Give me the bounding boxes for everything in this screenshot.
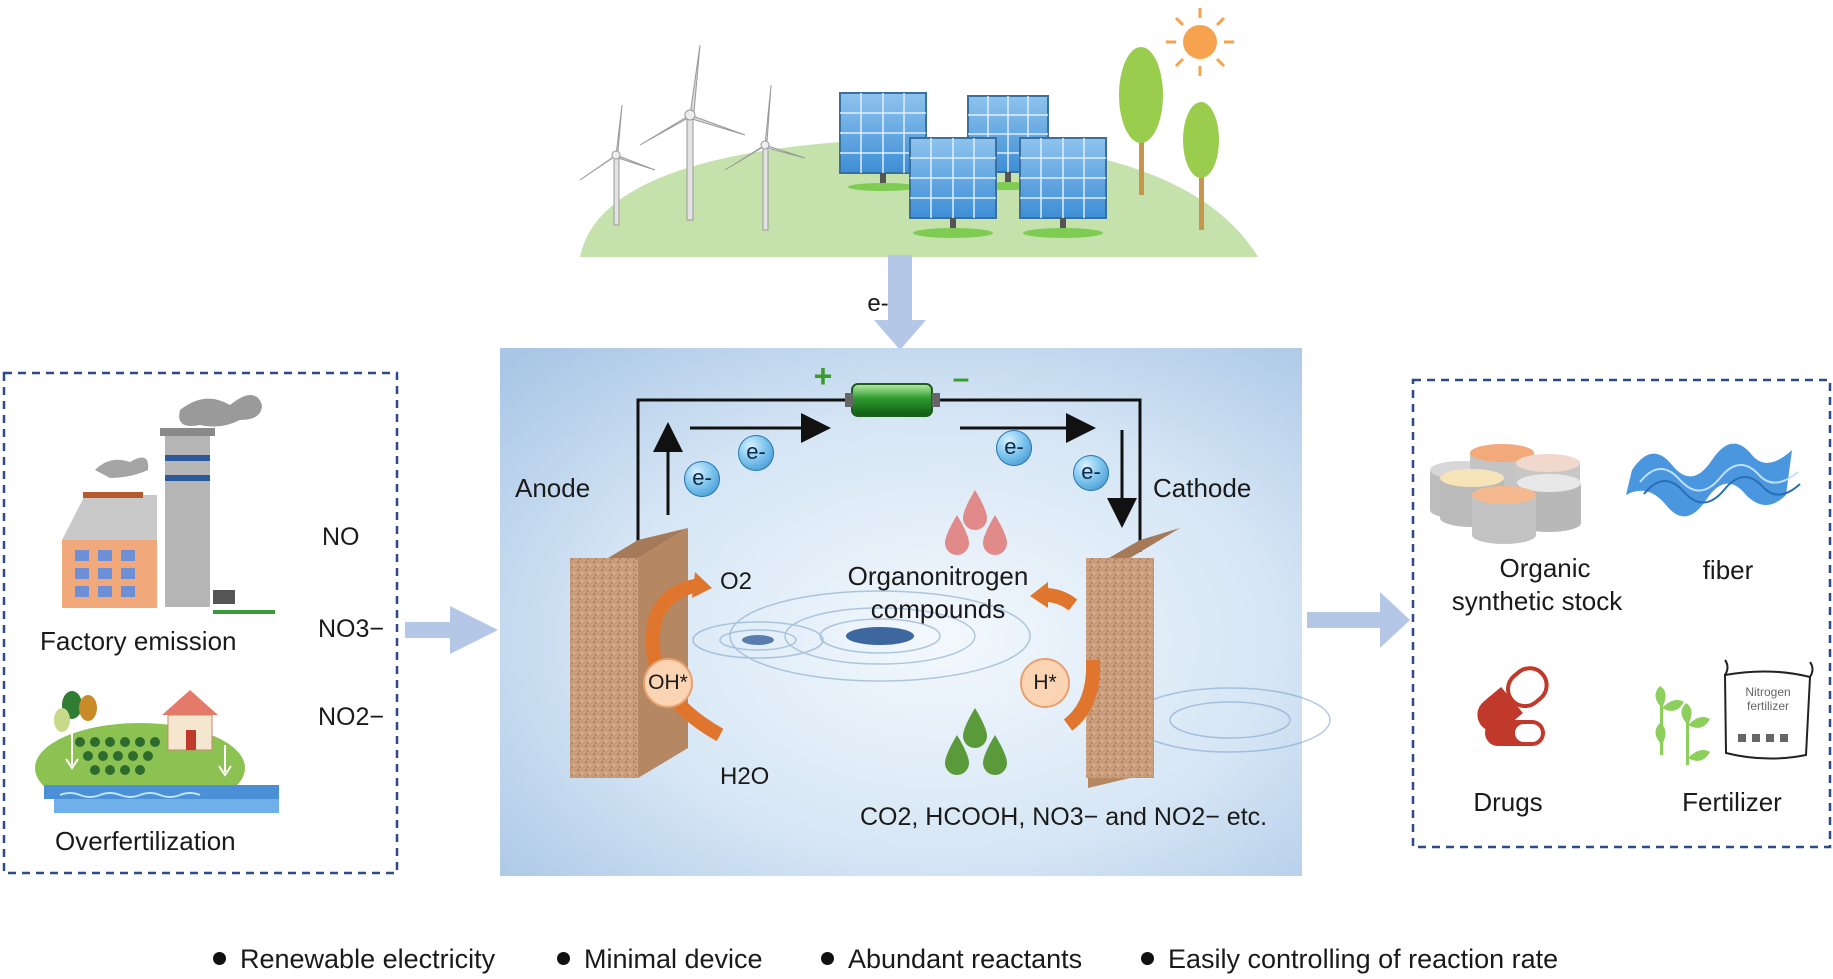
sources-box: [2, 371, 399, 875]
anode-reaction-arc: [645, 578, 724, 742]
input-flow-arrow: [405, 606, 498, 654]
fiber-label: fiber: [1702, 555, 1754, 585]
sun-icon: [1166, 8, 1234, 76]
wind-turbine-icon: [579, 104, 656, 226]
electron-flow-label: e-: [867, 290, 889, 317]
factory-emission-label: Factory emission: [40, 626, 237, 656]
battery-plus-sign: +: [813, 358, 833, 394]
factory-icon: [62, 395, 275, 614]
circuit-wire-right: [940, 398, 1142, 552]
applications-box: [1411, 378, 1832, 849]
fertilizer-icon: [1655, 659, 1814, 765]
solar-panel-icon: [839, 92, 927, 191]
drugs-label: Drugs: [1473, 787, 1543, 817]
fertilizer-bag-line2: fertilizer: [1746, 699, 1789, 713]
advantage-item: Abundant reactants: [821, 944, 1082, 975]
advantage-item: Minimal device: [557, 944, 763, 975]
fertilizer-label: Fertilizer: [1682, 787, 1782, 817]
wind-turbine-icon: [639, 44, 746, 221]
organic-stock-label-line1: Organic: [1499, 553, 1591, 583]
bullet-dot-icon: [821, 952, 834, 966]
bullet-dot-icon: [557, 952, 570, 966]
solar-panel-icon: [909, 137, 997, 238]
gas-no2-label: NO2−: [318, 703, 385, 731]
bullet-dot-icon: [1141, 952, 1154, 966]
water-ripples: [692, 590, 1331, 753]
reactants-label: CO2, HCOOH, NO3− and NO2− etc.: [860, 803, 1268, 831]
tree-icon: [1183, 102, 1219, 230]
circuit-wire-left: [636, 398, 855, 552]
product-droplets-icon: [945, 490, 1007, 555]
electron-badge: e-: [684, 461, 720, 497]
electron-badge: e-: [1073, 455, 1109, 491]
gas-no3-label: NO3−: [318, 615, 385, 643]
fiber-icon: [1626, 443, 1801, 517]
bullet-dot-icon: [213, 952, 226, 966]
electron-flow-arrow: [874, 255, 926, 350]
product-label-line2: compounds: [870, 594, 1006, 624]
anode-electrode: [570, 528, 688, 778]
advantage-item: Easily controlling of reaction rate: [1141, 944, 1558, 975]
advantages-list: Renewable electricity Minimal device Abu…: [0, 944, 1833, 978]
wind-turbine-icon: [724, 84, 806, 231]
solar-panel-icon: [1019, 137, 1107, 238]
water-label: H2O: [720, 763, 770, 790]
h-radical-label: H*: [1033, 671, 1057, 694]
tree-icon: [1119, 47, 1163, 195]
battery-minus-sign: –: [952, 362, 970, 395]
h-radical-bubble: [1020, 658, 1070, 708]
product-label-line1: Organonitrogen: [847, 561, 1029, 591]
advantage-text: Easily controlling of reaction rate: [1168, 944, 1559, 974]
drug-capsule-icon: [1477, 666, 1549, 746]
advantage-text: Minimal device: [584, 944, 763, 974]
battery-icon: [845, 383, 940, 417]
anode-label: Anode: [515, 473, 591, 503]
overfertilization-label: Overfertilization: [55, 826, 236, 856]
electron-badge: e-: [996, 430, 1032, 466]
electron-badge: e-: [738, 435, 774, 471]
gas-no-label: NO: [322, 523, 360, 551]
oh-radical-label: OH*: [648, 671, 688, 694]
oxygen-label: O2: [720, 568, 753, 595]
fertilizer-bag-line1: Nitrogen: [1745, 685, 1791, 699]
oh-radical-bubble: [643, 658, 693, 708]
organic-stock-icon: [1430, 444, 1581, 544]
cathode-label: Cathode: [1153, 473, 1252, 503]
advantage-item: Renewable electricity: [213, 944, 495, 975]
advantage-text: Abundant reactants: [848, 944, 1083, 974]
organic-stock-label-line2: synthetic stock: [1451, 586, 1623, 616]
cathode-reaction-arc: [1063, 659, 1101, 731]
output-flow-arrow: [1307, 592, 1410, 648]
fertilizer-bag-text: Nitrogen fertilizer: [1728, 685, 1808, 713]
cathode-electrode: [1086, 528, 1180, 788]
electrolysis-cell: [500, 348, 1331, 876]
advantage-text: Renewable electricity: [240, 944, 496, 974]
renewable-energy-scene: [579, 8, 1258, 257]
farm-icon: [35, 690, 279, 813]
reactant-droplets-icon: [945, 708, 1007, 775]
